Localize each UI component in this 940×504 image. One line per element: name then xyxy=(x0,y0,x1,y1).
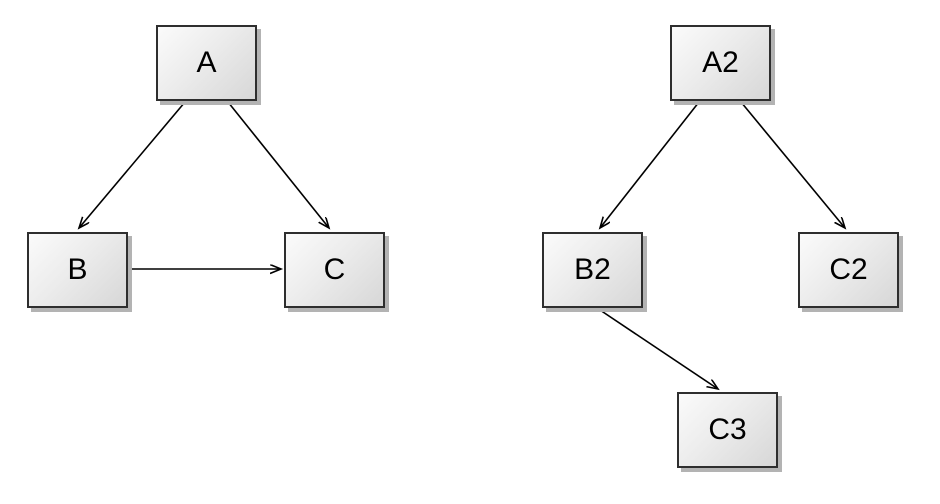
node-A[interactable]: A xyxy=(156,25,257,101)
node-C[interactable]: C xyxy=(284,232,385,308)
edge-B2-C3 xyxy=(596,307,718,389)
node-C3-label: C3 xyxy=(708,413,747,446)
node-C3[interactable]: C3 xyxy=(677,392,778,468)
edge-A-B xyxy=(79,101,186,228)
node-A2[interactable]: A2 xyxy=(670,25,771,101)
node-B2[interactable]: B2 xyxy=(542,232,643,308)
edge-A2-C2 xyxy=(740,101,845,228)
node-C2-label: C2 xyxy=(829,253,868,286)
node-A-label: A xyxy=(196,46,217,79)
node-A2-label: A2 xyxy=(702,46,739,79)
node-B[interactable]: B xyxy=(27,232,128,308)
node-B2-label: B2 xyxy=(574,253,611,286)
node-B-label: B xyxy=(67,253,88,286)
node-C2[interactable]: C2 xyxy=(798,232,899,308)
edge-A2-B2 xyxy=(600,101,700,228)
edge-A-C xyxy=(227,101,329,228)
node-C-label: C xyxy=(323,253,346,286)
